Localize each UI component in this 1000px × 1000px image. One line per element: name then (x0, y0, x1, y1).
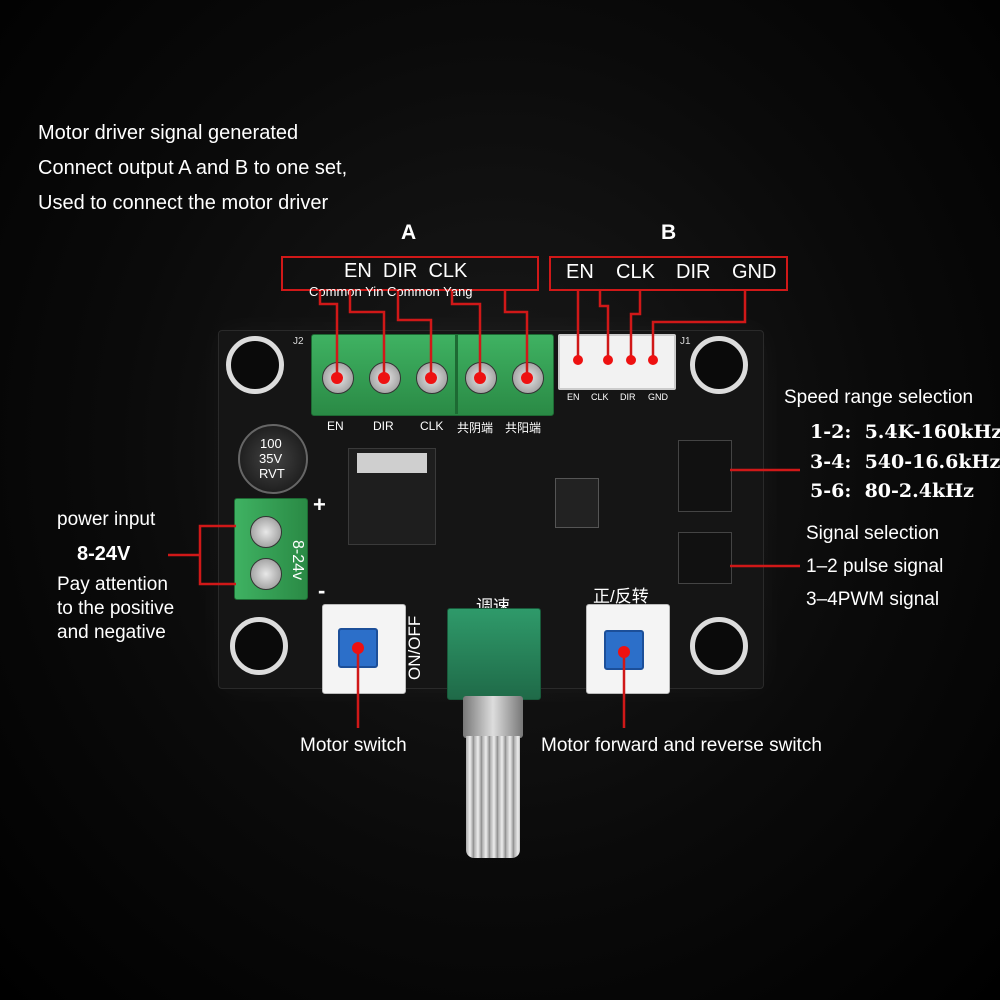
intro-line-2: Connect output A and B to one set, (38, 157, 348, 179)
terminal-block-a-divider (455, 334, 458, 414)
signal-selection-title: Signal selection (806, 523, 940, 544)
forward-reverse-switch-label: Motor forward and reverse switch (541, 735, 822, 756)
terminal-b-label-en: EN (566, 261, 594, 283)
silk-label-common-yang: 共阳端 (505, 421, 542, 435)
power-terminal-screw[interactable] (250, 558, 282, 590)
power-note-line-2: to the positive (57, 598, 175, 619)
terminal-b-callout-box (549, 256, 788, 291)
potentiometer-knob[interactable] (466, 736, 520, 858)
power-note-line-1: Pay attention (57, 574, 168, 595)
signal-option-pulse: 1–2 pulse signal (806, 556, 944, 577)
silk-label-b-gnd: GND (648, 392, 668, 402)
silk-label-b-clk: CLK (591, 392, 609, 402)
speed-range-1-2: 1-2: 5.4K-160kHz (810, 421, 1000, 443)
capacitor (238, 424, 308, 494)
mount-hole-bottom-left (230, 617, 288, 675)
speed-jumper-header[interactable] (678, 440, 732, 512)
ic-chip (555, 478, 599, 528)
silk-label-b-en: EN (567, 392, 580, 402)
capacitor-label-2: 35V (259, 451, 283, 466)
terminal-b-label-clk: CLK (616, 261, 655, 283)
terminal-a-callout-box (281, 256, 539, 291)
silk-label-en: EN (327, 419, 344, 433)
direction-silk: 正/反转 (593, 587, 649, 606)
mount-hole-top-right (690, 336, 748, 394)
speed-range-5-6: 5-6: 80-2.4kHz (810, 480, 974, 502)
motor-switch-label: Motor switch (300, 735, 407, 756)
mount-hole-top-left (226, 336, 284, 394)
signal-jumper-header[interactable] (678, 532, 732, 584)
capacitor-label-1: 100 (260, 436, 282, 451)
potentiometer-body (447, 608, 541, 700)
power-terminal-screw[interactable] (250, 516, 282, 548)
power-input-title: power input (57, 509, 156, 530)
silk-label-clk: CLK (420, 419, 444, 433)
mount-hole-bottom-right (690, 617, 748, 675)
silk-label-common-yin: 共阴端 (457, 421, 494, 435)
power-note-line-3: and negative (57, 622, 166, 643)
group-a-letter: A (401, 221, 417, 244)
speed-range-title: Speed range selection (784, 387, 974, 408)
polarity-plus: + (313, 492, 326, 517)
terminal-a-header: EN DIR CLK (344, 260, 468, 282)
power-input-voltage: 8-24V (77, 543, 131, 565)
polarity-minus: - (318, 578, 326, 603)
j2-silk-label: J2 (293, 336, 304, 347)
silk-label-b-dir: DIR (620, 392, 636, 402)
terminal-b-label-dir: DIR (676, 261, 711, 283)
j1-silk-label: J1 (680, 336, 691, 347)
intro-line-3: Used to connect the motor driver (38, 192, 329, 214)
group-b-letter: B (661, 221, 677, 244)
terminal-b-label-gnd: GND (732, 261, 777, 283)
speed-range-3-4: 3-4: 540-16.6kHz (810, 451, 1000, 473)
voltage-regulator (348, 448, 436, 545)
intro-line-1: Motor driver signal generated (38, 122, 299, 144)
potentiometer-shaft-base (463, 696, 523, 738)
signal-option-pwm: 3–4PWM signal (806, 589, 940, 610)
capacitor-label-3: RVT (259, 466, 285, 481)
silk-label-dir: DIR (373, 419, 394, 433)
